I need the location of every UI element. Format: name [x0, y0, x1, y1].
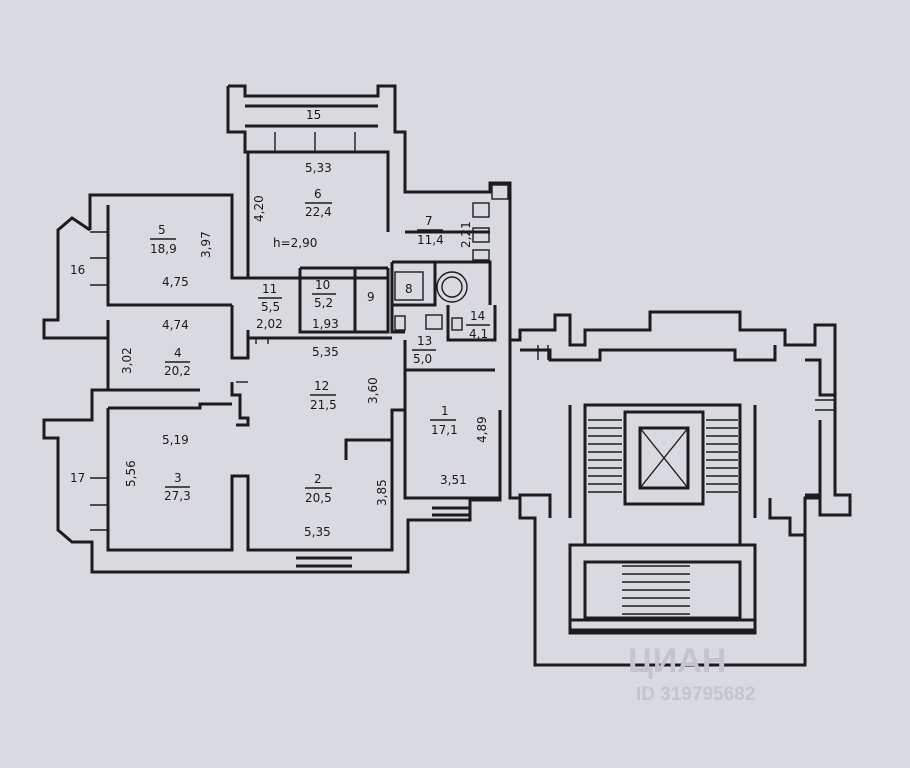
room-9-number: 9	[367, 290, 375, 304]
room-11-length: 2,02	[256, 317, 283, 331]
fixtures	[394, 184, 509, 331]
room-3-length: 5,56	[124, 460, 138, 487]
room-5-length: 3,97	[199, 231, 213, 258]
watermark-brand: ЦИАН	[628, 642, 726, 680]
room-3-number: 3	[174, 471, 182, 485]
room-1-length: 4,89	[475, 416, 489, 443]
building-core	[508, 310, 852, 667]
room-14-number: 14	[470, 309, 485, 323]
room-2-length: 3,85	[375, 479, 389, 506]
room-labels: 15 5,33 4,20 6 22,4 h=2,90 5 18,9 3,97 4…	[70, 108, 490, 539]
room-4-area: 20,2	[164, 364, 191, 378]
room-13-area: 5,0	[413, 352, 432, 366]
room-7-length: 2,21	[459, 221, 473, 248]
room-6-area: 22,4	[305, 205, 332, 219]
corridor-length: 5,35	[312, 345, 339, 359]
room-13-number: 13	[417, 334, 432, 348]
room-3-width: 5,19	[162, 433, 189, 447]
room-2-number: 2	[314, 472, 322, 486]
room-15-number: 15	[306, 108, 321, 122]
room-6-number: 6	[314, 187, 322, 201]
room-6-width: 5,33	[305, 161, 332, 175]
room-1-area: 17,1	[431, 423, 458, 437]
watermark-id: ID 319795682	[636, 684, 755, 705]
room-10-length: 1,93	[312, 317, 339, 331]
room-11-number: 11	[262, 282, 277, 296]
room-1-width: 3,51	[440, 473, 467, 487]
room-12-number: 12	[314, 379, 329, 393]
room-10-number: 10	[315, 278, 330, 292]
room-11-area: 5,5	[261, 300, 280, 314]
room-5-width: 4,75	[162, 275, 189, 289]
room-5-area: 18,9	[150, 242, 177, 256]
apartment-walls	[42, 84, 520, 574]
room-17-number: 17	[70, 471, 85, 485]
ceiling-height: h=2,90	[273, 236, 317, 250]
stair-treads	[588, 419, 738, 615]
room-7-area: 11,4	[417, 233, 444, 247]
room-14-area: 4,1	[469, 327, 488, 341]
room-4-width: 4,74	[162, 318, 189, 332]
room-10-area: 5,2	[314, 296, 333, 310]
room-3-area: 27,3	[164, 489, 191, 503]
room-4-number: 4	[174, 346, 182, 360]
room-2-area: 20,5	[305, 491, 332, 505]
room-4-length: 3,02	[120, 347, 134, 374]
room-16-number: 16	[70, 263, 85, 277]
room-7-number: 7	[425, 214, 433, 228]
room-6-height: 4,20	[252, 195, 266, 222]
room-1-number: 1	[441, 404, 449, 418]
room-12-area: 21,5	[310, 398, 337, 412]
room-8-number: 8	[405, 282, 413, 296]
room-2-width: 5,35	[304, 525, 331, 539]
room-12-length: 3,60	[366, 377, 380, 404]
room-5-number: 5	[158, 223, 166, 237]
